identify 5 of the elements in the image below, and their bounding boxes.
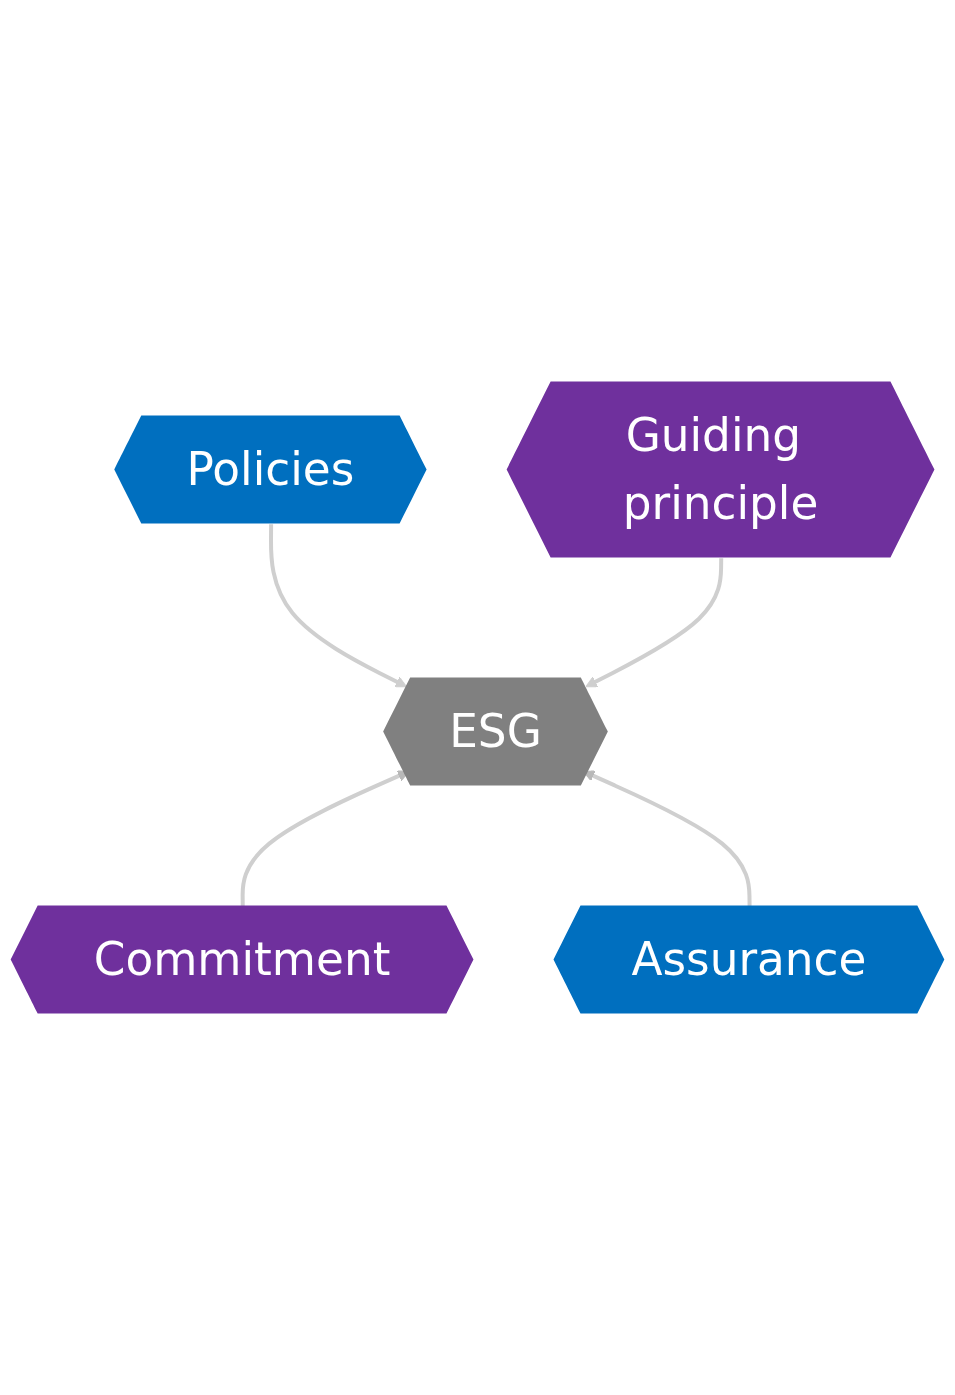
arrow xyxy=(585,558,724,688)
node-box: Policies xyxy=(114,415,427,524)
node-box: Commitment xyxy=(10,905,474,1014)
node-box: Assurance xyxy=(553,905,945,1014)
arrow xyxy=(269,524,408,688)
